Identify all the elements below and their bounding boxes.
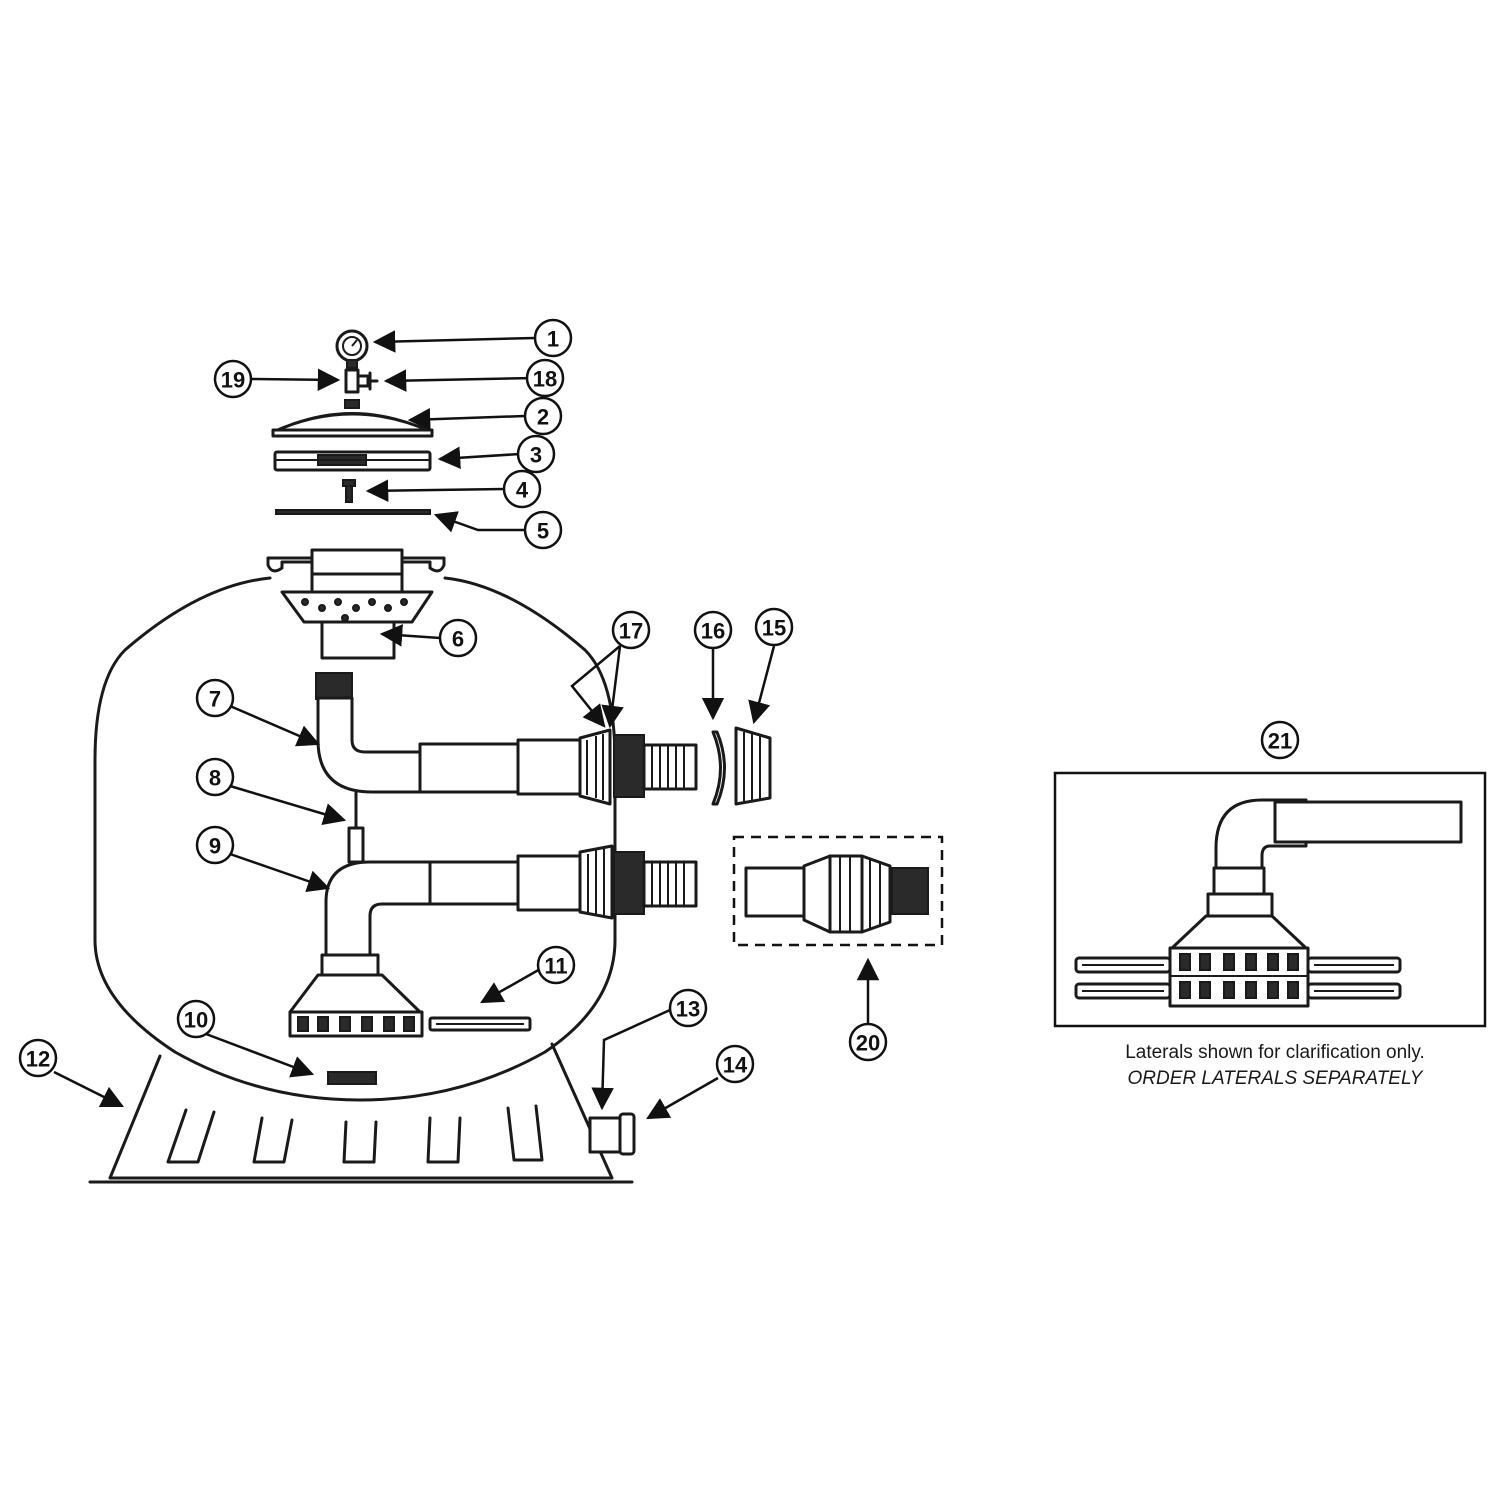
- callout-10: 10: [176, 999, 216, 1039]
- svg-text:15: 15: [762, 616, 786, 641]
- svg-text:2: 2: [537, 405, 549, 430]
- callout-12: 12: [18, 1038, 58, 1078]
- lateral: [428, 1016, 532, 1032]
- callout-1: 1: [533, 318, 573, 358]
- clamp-bolt: [342, 479, 356, 503]
- svg-text:16: 16: [701, 619, 725, 644]
- svg-text:17: 17: [619, 619, 643, 644]
- svg-text:7: 7: [209, 687, 221, 712]
- callout-14: 14: [715, 1044, 755, 1084]
- svg-text:6: 6: [452, 627, 464, 652]
- lateral-hub: [288, 953, 424, 1038]
- svg-text:3: 3: [530, 443, 542, 468]
- lid-o-ring: [275, 509, 431, 515]
- callout-18: 18: [525, 358, 565, 398]
- callout-19: 19: [213, 359, 253, 399]
- callout-21: 21: [1260, 720, 1300, 760]
- callout-7: 7: [195, 678, 235, 718]
- svg-text:19: 19: [221, 368, 245, 393]
- svg-text:1: 1: [547, 327, 559, 352]
- callout-8: 8: [195, 757, 235, 797]
- lid-clamp-ring: [273, 450, 432, 472]
- svg-text:14: 14: [723, 1053, 748, 1078]
- lower-pipe-assembly: [324, 844, 698, 957]
- svg-text:4: 4: [516, 478, 529, 503]
- pressure-gauge: [335, 329, 369, 369]
- filter-lid: [271, 399, 434, 438]
- svg-text:13: 13: [676, 997, 700, 1022]
- callout-20: 20: [848, 1022, 888, 1062]
- svg-text:12: 12: [26, 1047, 50, 1072]
- callout-17: 17: [611, 610, 651, 650]
- inset-caption-line2: ORDER LATERALS SEPARATELY: [1127, 1068, 1423, 1089]
- filter-base: [88, 1042, 634, 1184]
- svg-text:11: 11: [544, 954, 567, 979]
- leader-lines: [53, 330, 880, 1120]
- union-assembly: [732, 835, 944, 947]
- drain-plug: [327, 1071, 377, 1085]
- bulkhead-o-ring: [711, 730, 726, 806]
- air-relief-tee: [344, 368, 379, 394]
- callout-13: 13: [668, 988, 708, 1028]
- callout-9: 9: [195, 825, 235, 865]
- svg-text:18: 18: [533, 367, 557, 392]
- callout-6: 6: [438, 618, 478, 658]
- air-relief-tube: [347, 790, 365, 864]
- svg-text:10: 10: [184, 1008, 208, 1033]
- top-diffuser: [280, 590, 434, 660]
- base-drain-fitting: [588, 1112, 636, 1156]
- inset-caption-line1: Laterals shown for clarification only.: [1125, 1042, 1425, 1063]
- svg-text:21: 21: [1268, 729, 1292, 754]
- callout-15: 15: [754, 607, 794, 647]
- callout-16: 16: [693, 610, 733, 650]
- callout-2: 2: [523, 396, 563, 436]
- laterals-inset: [1053, 771, 1487, 1028]
- callout-4: 4: [502, 469, 542, 509]
- svg-text:20: 20: [856, 1031, 880, 1056]
- callout-3: 3: [516, 434, 556, 474]
- callout-5: 5: [523, 510, 563, 550]
- upper-pipe-assembly: [315, 672, 698, 806]
- svg-text:5: 5: [537, 519, 549, 544]
- svg-text:8: 8: [209, 766, 221, 791]
- callout-11: 11: [536, 945, 576, 985]
- svg-text:9: 9: [209, 834, 221, 859]
- bulkhead-nut: [734, 726, 772, 806]
